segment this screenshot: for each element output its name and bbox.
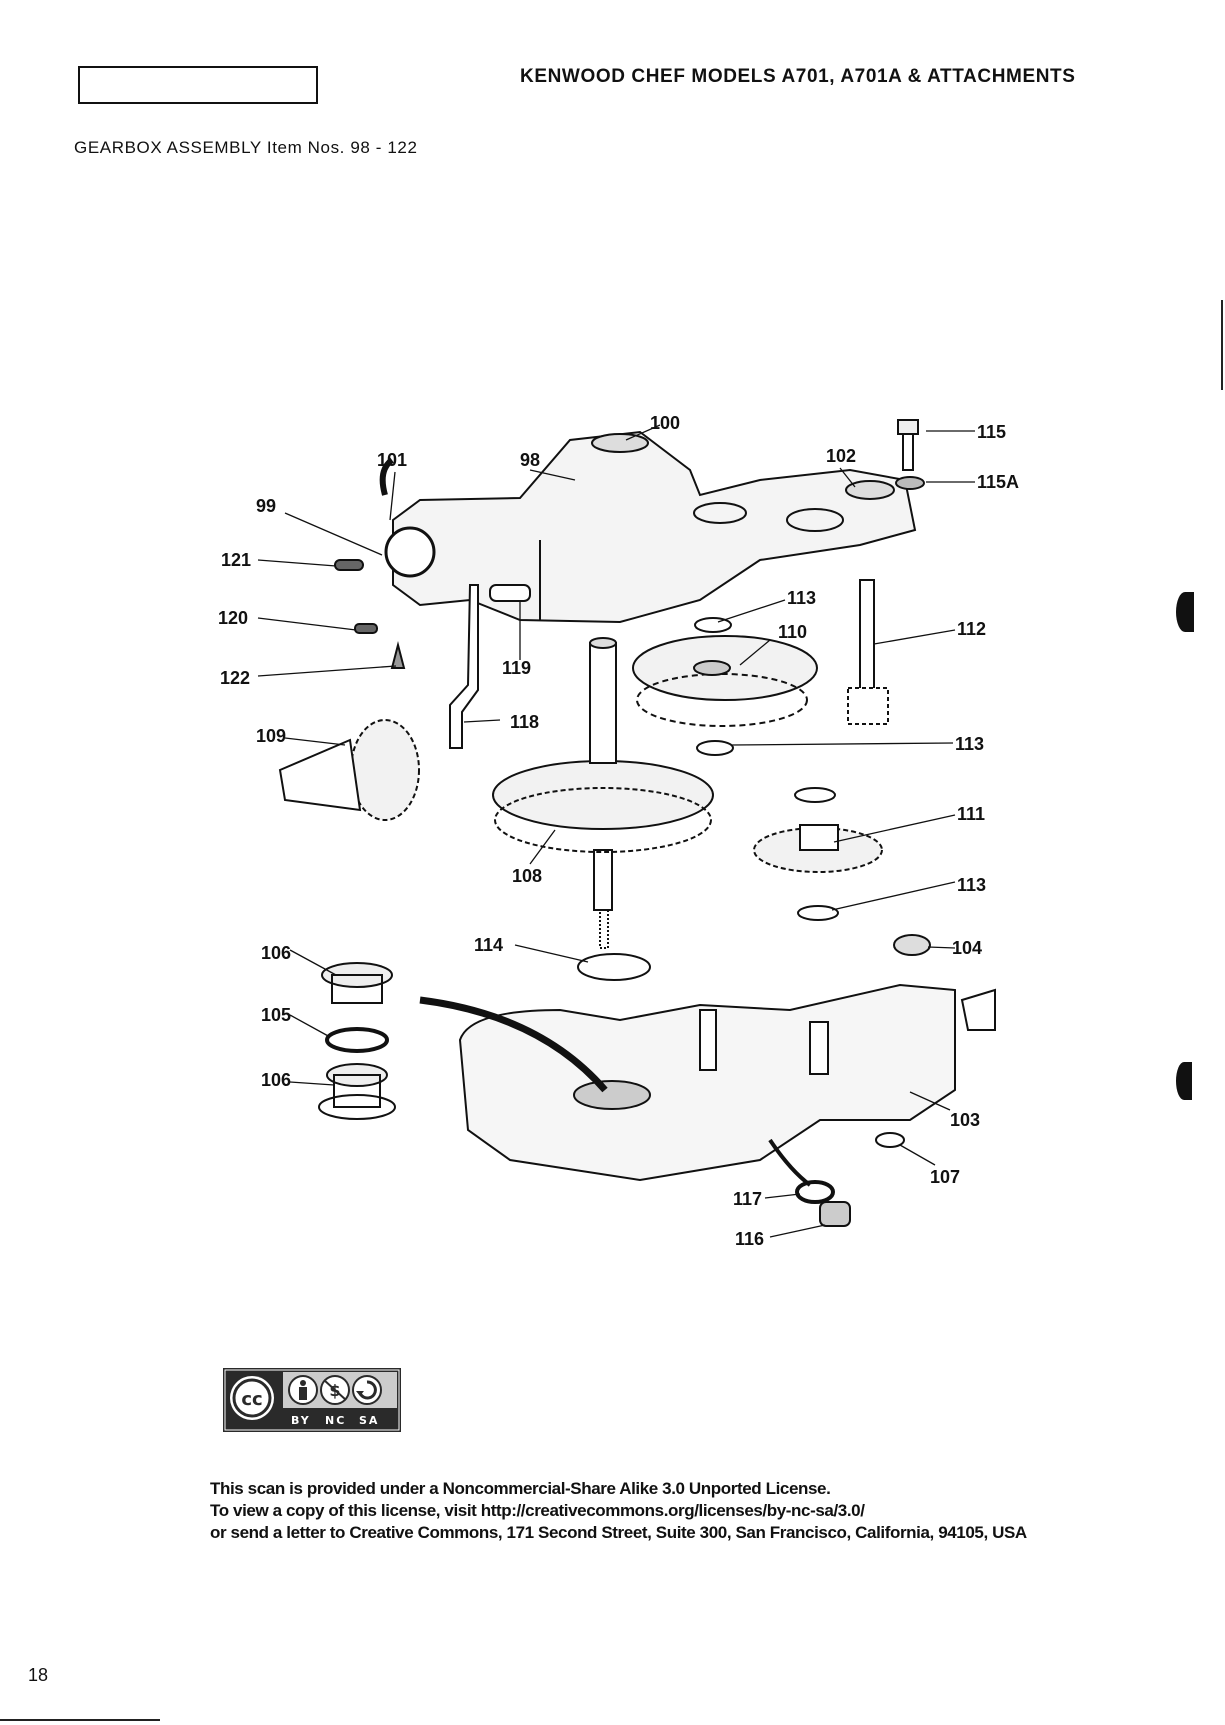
callout-113-mid: 113 [955, 734, 984, 754]
screw-115 [895, 419, 925, 490]
washer-114 [577, 953, 651, 981]
cc-icon: cc [230, 1376, 274, 1420]
callout-115a: 115A [977, 472, 1019, 492]
plug-116 [819, 1201, 851, 1227]
pin-120 [354, 623, 378, 634]
bracket-118 [449, 584, 479, 749]
pivot-119 [489, 584, 531, 602]
callout-111: 111 [957, 804, 985, 824]
callout-107: 107 [930, 1167, 960, 1187]
callout-103: 103 [950, 1110, 980, 1130]
callout-117: 117 [733, 1189, 762, 1209]
callout-105: 105 [261, 1005, 291, 1025]
callout-106-top: 106 [261, 943, 291, 963]
callout-120: 120 [218, 608, 248, 628]
license-line-2[interactable]: To view a copy of this license, visit ht… [210, 1501, 865, 1520]
gear-111 [753, 824, 883, 873]
washer-113-top [694, 617, 732, 633]
callout-104: 104 [952, 938, 982, 958]
callout-106-bottom: 106 [261, 1070, 291, 1090]
lower-housing-103 [419, 983, 996, 1182]
callout-116: 116 [735, 1229, 764, 1249]
washer-113-lower [794, 787, 836, 803]
gear-110 [632, 635, 818, 727]
pin-121 [334, 559, 364, 571]
cc-license-badge[interactable]: cc $ BY NC SA [223, 1368, 401, 1432]
bevel-gear-109 [278, 719, 420, 821]
callout-101: 101 [377, 450, 407, 470]
binding-hole-mark-bottom [1176, 1062, 1192, 1100]
washer-117 [795, 1180, 835, 1204]
attribution-icon [288, 1375, 318, 1405]
badge-sa-text: SA [359, 1414, 379, 1427]
bush-stack [318, 962, 396, 1120]
license-line-1: This scan is provided under a Noncommerc… [210, 1479, 831, 1498]
badge-by-text: BY [291, 1414, 311, 1427]
section-heading: GEARBOX ASSEMBLY Item Nos. 98 - 122 [74, 138, 418, 157]
spindle-112 [847, 579, 889, 725]
washer-113-bottom [797, 905, 839, 921]
washer-113-mid [696, 740, 734, 756]
callout-99: 99 [256, 496, 276, 516]
blank-header-box [78, 66, 318, 104]
callout-113-lower: 113 [957, 875, 986, 895]
callout-112: 112 [957, 619, 986, 639]
callout-118: 118 [510, 712, 539, 732]
scan-bottom-rule [0, 1719, 160, 1721]
binding-hole-mark-top [1176, 592, 1194, 632]
leader-lines [257, 424, 975, 1238]
callout-110: 110 [778, 622, 807, 642]
badge-nc-text: NC [325, 1414, 346, 1427]
callout-labels: 100 115 101 98 102 115A 99 121 113 120 1… [218, 413, 1019, 1249]
page-number: 18 [28, 1665, 49, 1685]
callout-102: 102 [826, 446, 856, 466]
callout-113-top: 113 [787, 588, 816, 608]
license-line-3: or send a letter to Creative Commons, 17… [210, 1523, 1027, 1542]
callout-114: 114 [474, 935, 503, 955]
share-alike-icon [352, 1375, 382, 1405]
noncommercial-icon: $ [320, 1375, 350, 1405]
scan-edge-line [1221, 300, 1223, 390]
upper-housing [379, 430, 917, 624]
gear-108 [492, 637, 714, 949]
callout-98: 98 [520, 450, 540, 470]
callout-109: 109 [256, 726, 286, 746]
header-title: KENWOOD CHEF MODELS A701, A701A & ATTACH… [520, 66, 1076, 87]
callout-122: 122 [220, 668, 250, 688]
screw-122 [390, 641, 406, 669]
license-notice: This scan is provided under a Noncommerc… [210, 1478, 1170, 1544]
washer-107 [875, 1132, 905, 1148]
svg-text:cc: cc [241, 1389, 262, 1410]
callout-108: 108 [512, 866, 542, 886]
bearing-104 [893, 934, 931, 956]
callout-119: 119 [502, 658, 531, 678]
callout-121: 121 [221, 550, 251, 570]
callout-100: 100 [650, 413, 680, 433]
callout-115: 115 [977, 422, 1006, 442]
